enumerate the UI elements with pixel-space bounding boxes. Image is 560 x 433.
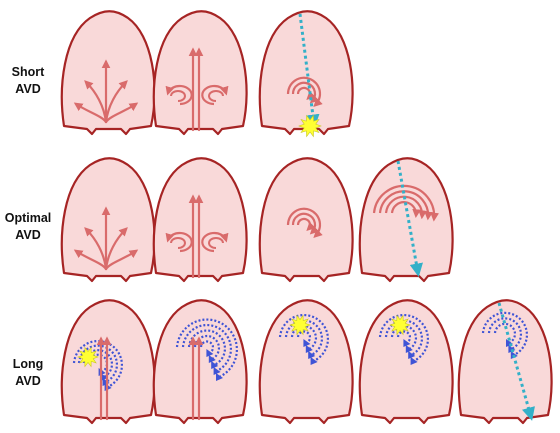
row-label-line1: Short — [11, 65, 45, 79]
blue-dotted-arc — [493, 322, 517, 345]
blue-arrowhead — [213, 367, 221, 375]
cyan-flow-line — [396, 160, 423, 277]
row-label-line1: Optimal — [4, 211, 52, 225]
ventricle-panel — [358, 157, 454, 283]
blue-arrowhead — [508, 345, 516, 353]
blue-dotted-arc — [487, 317, 523, 351]
cyan-flow-line — [497, 302, 535, 421]
blue-arrowhead — [405, 345, 413, 353]
red-flow-arrow — [104, 102, 139, 124]
blue-arrowhead — [305, 345, 313, 353]
blue-arrowhead — [408, 351, 416, 359]
blue-dotted-arc — [199, 340, 215, 355]
red-flow-arrow — [104, 227, 128, 271]
row-label-line2: AVD — [15, 228, 41, 242]
blue-arrowhead — [310, 357, 318, 365]
ventricle-panel — [152, 10, 248, 136]
red-vortex-arc — [390, 201, 421, 219]
red-flow-arrow — [84, 227, 108, 271]
blue-arrowhead — [308, 351, 316, 359]
blue-arrowhead — [403, 339, 411, 347]
ventricle-panel — [457, 299, 553, 425]
ventricle-outline — [152, 299, 248, 425]
blue-dotted-arc — [77, 344, 119, 384]
red-flow-arrow — [73, 102, 108, 124]
blue-dotted-arc — [396, 330, 412, 345]
ventricle-panel — [60, 299, 156, 425]
ventricle-panel — [358, 299, 454, 425]
row-label-line1: Long — [12, 357, 44, 371]
ventricle-outline — [258, 299, 354, 425]
ventricle-outline — [152, 157, 248, 283]
blue-dotted-arc — [187, 329, 227, 367]
red-vortex-arc — [372, 184, 439, 222]
red-vortex-ring — [170, 90, 186, 102]
ventricle-outline — [358, 157, 454, 283]
ventricle-outline — [258, 10, 354, 136]
red-vortex-arc — [378, 190, 433, 221]
row-label-line2: AVD — [15, 374, 41, 388]
blue-dotted-arc — [390, 324, 418, 351]
red-vortex-ring — [165, 231, 193, 253]
red-vortex-ring — [201, 231, 229, 253]
red-flow-arrow — [104, 80, 128, 124]
blue-arrowhead — [208, 355, 216, 363]
red-vortex-ring — [208, 237, 224, 249]
red-vortex-arc — [296, 217, 316, 232]
ventricle-outline — [152, 10, 248, 136]
blue-arrowhead — [100, 373, 108, 381]
red-vortex-ring — [208, 90, 224, 102]
blue-dotted-arc — [296, 330, 312, 345]
ventricle-panel — [60, 157, 156, 283]
blue-dotted-arc — [193, 334, 221, 361]
row-label-line2: AVD — [15, 82, 41, 96]
cyan-flow-line — [298, 13, 320, 129]
blue-dotted-arc — [284, 319, 324, 357]
row-label-optimal: Optimal AVD — [0, 210, 56, 244]
blue-dotted-arc — [384, 319, 424, 357]
red-vortex-arc — [296, 86, 316, 101]
yellow-burst — [77, 346, 99, 368]
ventricle-panel — [60, 10, 156, 136]
ventricle-outline — [457, 299, 553, 425]
ventricle-panel — [258, 299, 354, 425]
red-vortex-ring — [165, 84, 193, 106]
row-label-short: Short AVD — [0, 64, 56, 98]
red-flow-arrow — [73, 249, 108, 271]
ventricle-outline — [358, 299, 454, 425]
blue-dotted-arc — [481, 311, 528, 357]
blue-dotted-arc — [175, 318, 238, 379]
yellow-burst — [298, 114, 322, 138]
red-vortex-arc — [286, 76, 323, 108]
ventricle-panel — [152, 157, 248, 283]
ventricle-panel — [152, 299, 248, 425]
yellow-burst — [289, 314, 311, 336]
ventricle-outline — [60, 299, 156, 425]
ventricle-panel — [258, 157, 354, 283]
blue-arrowhead — [410, 357, 418, 365]
row-label-long: Long AVD — [0, 356, 56, 390]
red-flow-arrow — [104, 249, 139, 271]
blue-arrowhead — [211, 361, 219, 369]
red-flow-arrow — [84, 80, 108, 124]
red-vortex-ring — [170, 237, 186, 249]
red-vortex-arc — [286, 207, 323, 239]
blue-arrowhead — [506, 339, 513, 347]
yellow-burst — [389, 314, 411, 336]
ventricle-panel — [258, 10, 354, 138]
red-vortex-ring — [201, 84, 229, 106]
blue-arrowhead — [206, 349, 214, 357]
blue-arrowhead — [216, 373, 223, 381]
blue-arrowhead — [303, 339, 311, 347]
blue-dotted-arc — [290, 324, 318, 351]
